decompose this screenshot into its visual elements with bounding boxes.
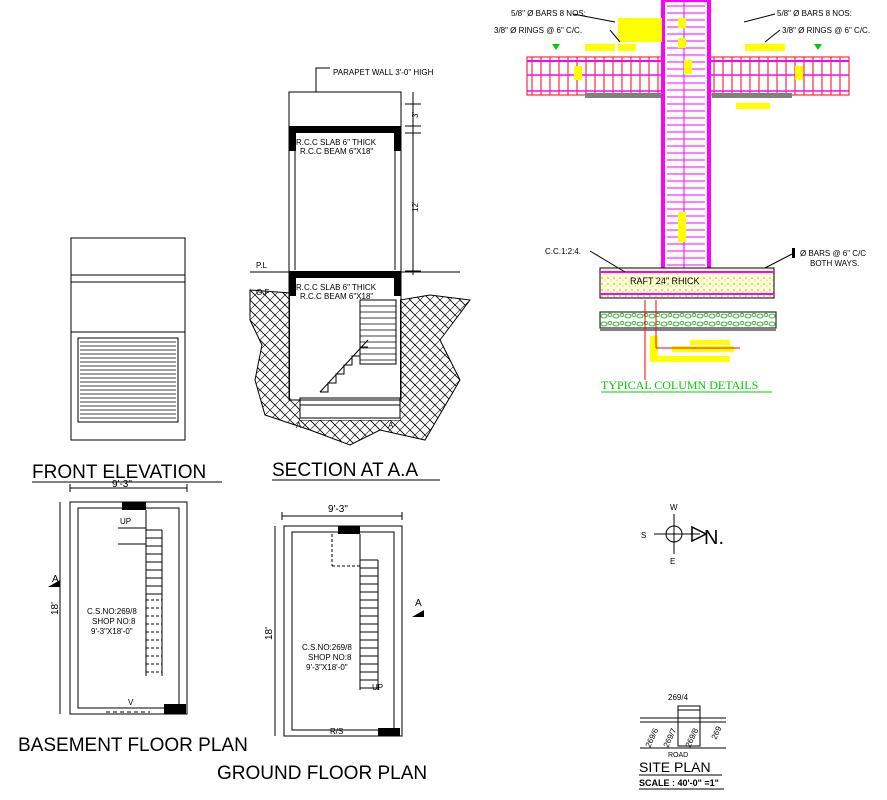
basement-section-mark: A bbox=[52, 574, 59, 585]
site-top: 269/4 bbox=[668, 693, 689, 702]
ground-width-dim: 9'-3" bbox=[328, 504, 348, 515]
both-bars1: Ø BARS @ 6" C/C bbox=[800, 249, 866, 258]
gf-label: G.F bbox=[256, 288, 269, 297]
compass-n: N. bbox=[704, 527, 724, 549]
ground-section-mark: A bbox=[415, 598, 422, 609]
ground-up: UP bbox=[372, 683, 383, 692]
front-elevation-title: FRONT ELEVATION bbox=[32, 462, 206, 483]
site-p3: 269/8 bbox=[684, 726, 701, 748]
compass-w: W bbox=[670, 503, 678, 512]
raft-label: RAFT 24" RHICK bbox=[630, 276, 700, 286]
section-mark-left: A bbox=[296, 421, 302, 430]
column-ties bbox=[667, 5, 705, 266]
both-bars2: BOTH WAYS. bbox=[810, 259, 859, 268]
site-scale: SCALE : 40'-0" =1" bbox=[639, 778, 719, 788]
basement-section-arrow bbox=[48, 580, 60, 587]
basement-title: BASEMENT FLOOR PLAN bbox=[18, 735, 248, 756]
elevation-outline bbox=[70, 237, 186, 441]
site-p1: 269/6 bbox=[644, 726, 661, 748]
site-road: ROAD bbox=[668, 752, 688, 759]
ground-floor-plan: 9'-3" 18' UP R/S C.S.NO:269/8 SHOP NO:8 … bbox=[217, 504, 427, 784]
mid-slab bbox=[289, 271, 401, 278]
ground-height-dim: 18' bbox=[264, 627, 275, 640]
bars-left: 5/8" Ø BARS 8 NOS: bbox=[511, 9, 586, 18]
site-plan: 269/4 269/6 269/7 269/8 269 ROAD SITE PL… bbox=[639, 693, 726, 790]
basement-cs-no: C.S.NO:269/8 bbox=[87, 607, 137, 616]
ground-stair bbox=[331, 534, 379, 690]
column-title: TYPICAL COLUMN DETAILS bbox=[601, 378, 758, 392]
basement-height-dim: 18' bbox=[50, 602, 61, 615]
section-walls bbox=[288, 91, 402, 401]
beam-stirrups bbox=[531, 57, 841, 95]
north-arrow-icon bbox=[691, 525, 708, 543]
ground-rs: R/S bbox=[330, 727, 343, 736]
stair-treads bbox=[360, 305, 396, 361]
dim-3: 3' bbox=[411, 112, 420, 118]
site-title: SITE PLAN bbox=[639, 759, 711, 775]
section-mark-right: A bbox=[388, 421, 394, 430]
compass-e: E bbox=[670, 557, 675, 566]
parapet-label: PARAPET WALL 3'-0" HIGH bbox=[333, 68, 434, 77]
site-p4: 269 bbox=[710, 724, 724, 740]
rolling-shutter bbox=[77, 337, 179, 423]
basement-size: 9'-3"X18'-0" bbox=[91, 627, 133, 636]
front-elevation: FRONT ELEVATION bbox=[32, 237, 222, 483]
ground-size: 9'-3"X18'-0" bbox=[306, 663, 348, 672]
dim-12: 12' bbox=[411, 201, 420, 212]
ground-cs-no: C.S.NO:269/8 bbox=[302, 643, 352, 652]
cc-label: C.C.1:2:4. bbox=[545, 247, 581, 256]
rings-left: 3/8" Ø RINGS @ 6" C/C. bbox=[494, 26, 582, 35]
ground-title: GROUND FLOOR PLAN bbox=[217, 763, 427, 784]
rings-right: 3/8" Ø RINGS @ 6" C/C. bbox=[782, 26, 870, 35]
section-title: SECTION AT A.A bbox=[272, 460, 418, 481]
basement-width-dim: 9'-3" bbox=[112, 479, 132, 490]
basement-v: V bbox=[128, 698, 134, 707]
basement-shop: SHOP NO:8 bbox=[92, 617, 136, 626]
pcc-bed bbox=[599, 311, 777, 329]
ground-outer-wall bbox=[283, 525, 403, 737]
column-detail: 5/8" Ø BARS 8 NOS: 3/8" Ø RINGS @ 6" C/C… bbox=[494, 0, 870, 393]
slab-mid-label: R.C.C SLAB 6" THICK bbox=[296, 283, 377, 292]
compass-s: S bbox=[641, 531, 646, 540]
site-p2: 269/7 bbox=[662, 726, 679, 748]
pl-label: P.L bbox=[256, 261, 268, 270]
basement-stair bbox=[118, 510, 163, 676]
beam-top-label: R.C.C BEAM 6"X18" bbox=[300, 147, 373, 156]
beam-mid-label: R.C.C BEAM 6"X18" bbox=[300, 292, 373, 301]
basement-up: UP bbox=[120, 517, 131, 526]
north-compass: W S E N. bbox=[641, 503, 724, 566]
shutter-slats bbox=[80, 341, 176, 419]
bars-right: 5/8" Ø BARS 8 NOS: bbox=[777, 9, 852, 18]
section-a-a: PARAPET WALL 3'-0" HIGH R.C.C SLAB 6" TH… bbox=[249, 67, 471, 481]
ground-shop: SHOP NO:8 bbox=[308, 653, 352, 662]
basement-floor-plan: 9'-3" 18' UP V C.S.NO:269/8 SHOP NO:8 9'… bbox=[18, 479, 248, 756]
top-slab bbox=[289, 126, 401, 133]
slab-top-label: R.C.C SLAB 6" THICK bbox=[296, 138, 377, 147]
ground-section-arrow bbox=[412, 610, 424, 617]
